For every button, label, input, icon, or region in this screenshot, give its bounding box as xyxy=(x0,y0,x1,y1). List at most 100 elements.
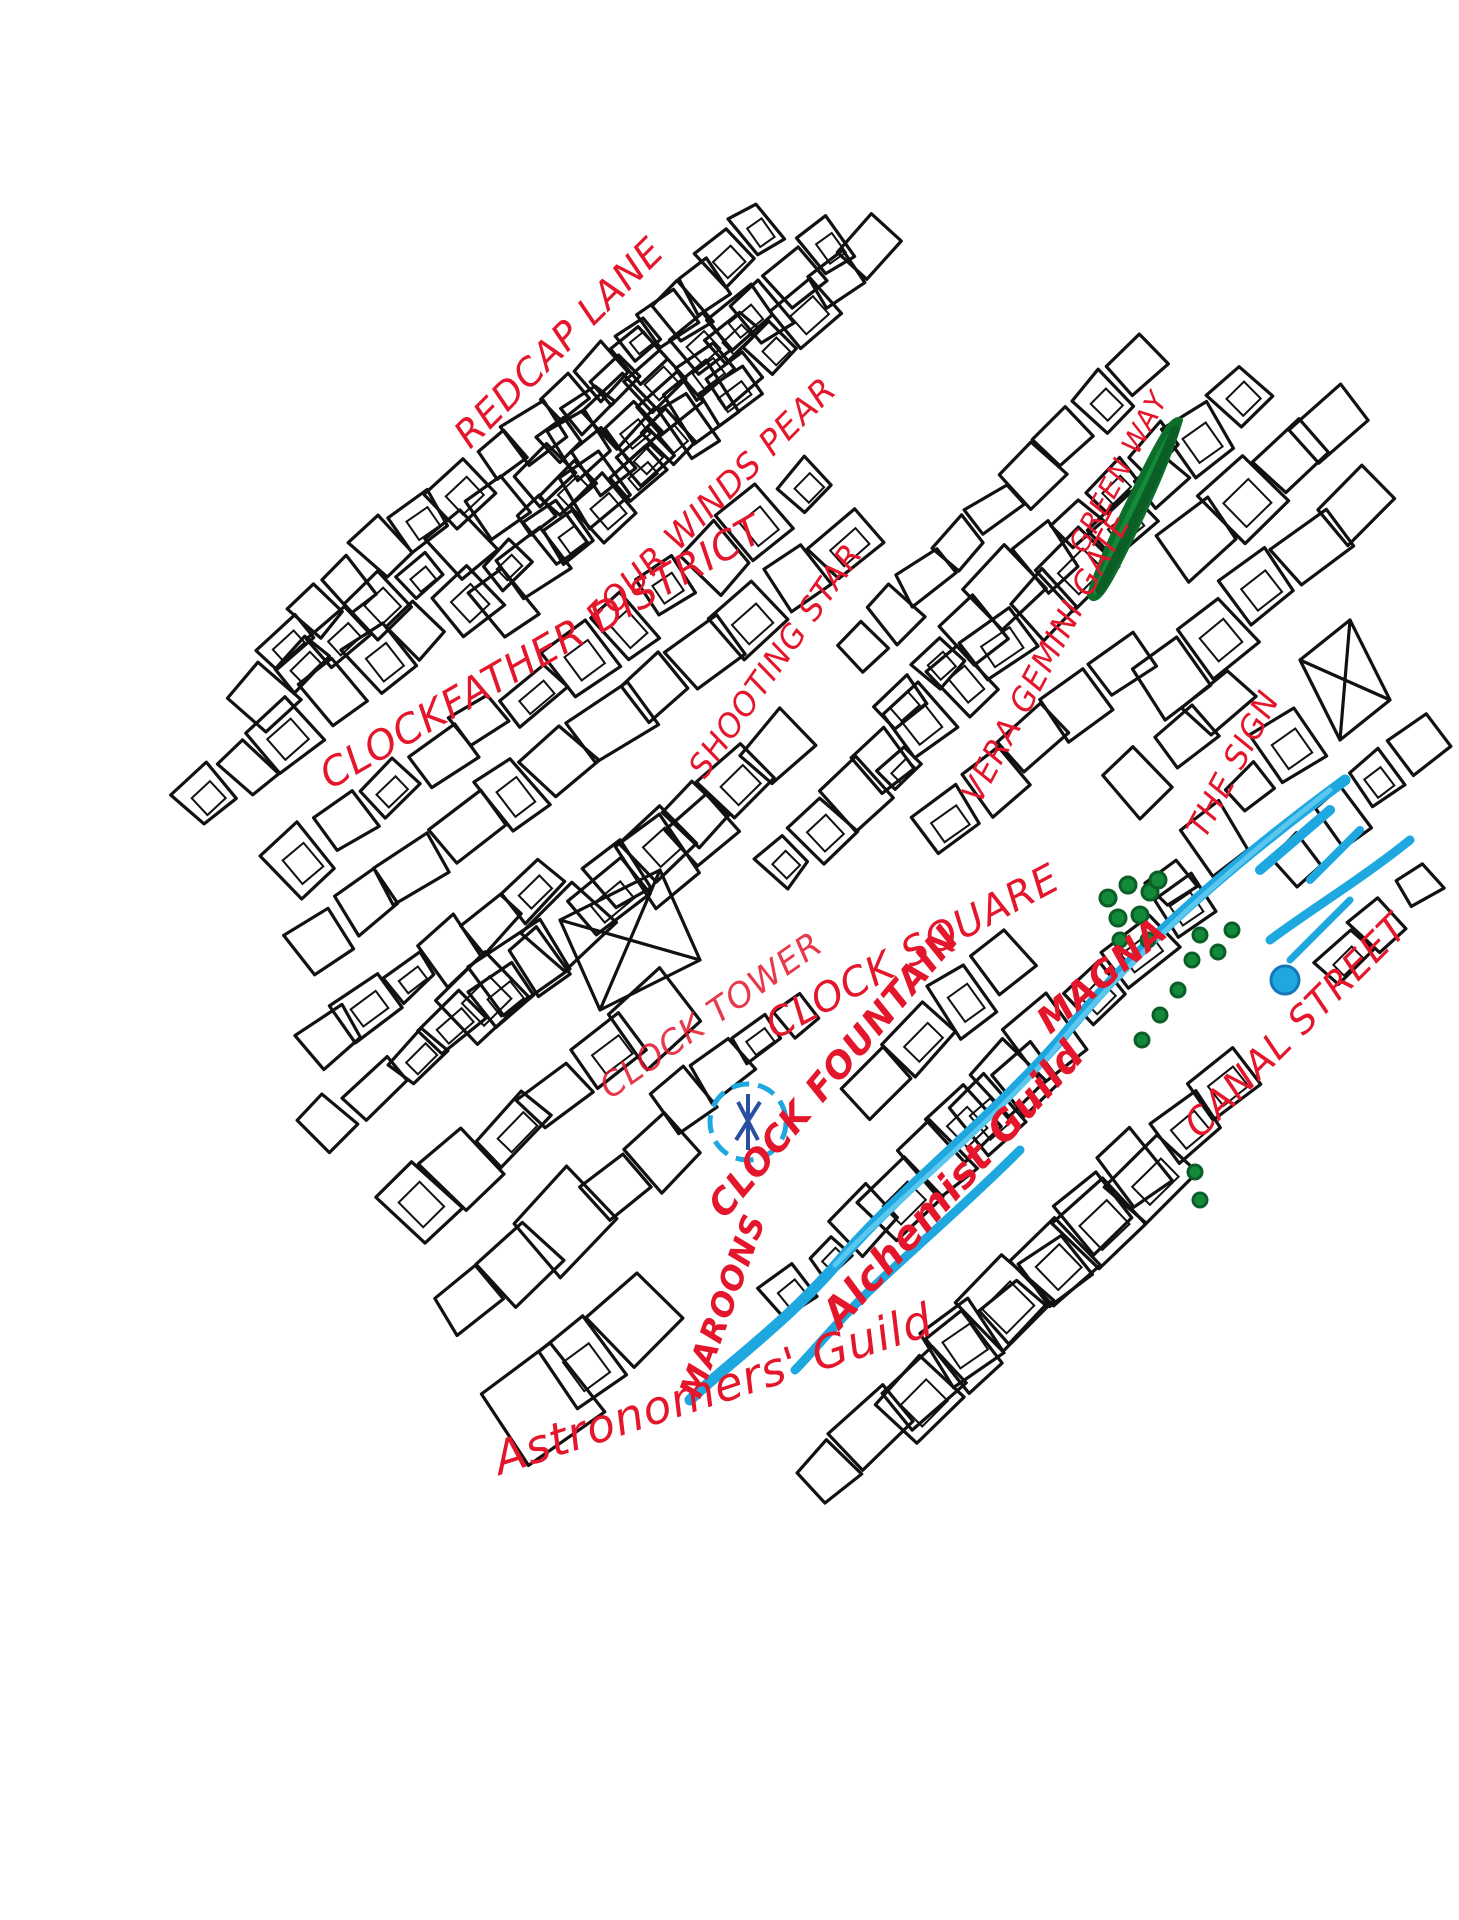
building-block xyxy=(603,399,664,463)
building-courtyard xyxy=(744,1026,776,1057)
building-courtyard xyxy=(1221,477,1273,529)
building-block xyxy=(474,1089,553,1169)
building-block xyxy=(962,483,1027,536)
building-courtyard xyxy=(349,989,390,1028)
building-courtyard xyxy=(190,779,228,817)
building-block xyxy=(426,788,508,865)
building-block xyxy=(537,1314,629,1411)
building-block xyxy=(826,1383,915,1472)
building-block xyxy=(909,782,981,856)
building-block xyxy=(479,1341,607,1467)
building-courtyard xyxy=(1362,765,1396,800)
building-courtyard xyxy=(1100,474,1133,506)
building-courtyard xyxy=(375,774,410,809)
building-block xyxy=(1345,896,1408,955)
building-block xyxy=(894,547,958,609)
building-block xyxy=(507,925,572,999)
building-courtyard xyxy=(730,602,775,646)
building-block xyxy=(650,278,715,343)
building-block xyxy=(557,449,632,531)
building-block xyxy=(924,1308,1004,1396)
building-block xyxy=(422,457,498,531)
building-courtyard xyxy=(435,1006,476,1046)
building-block xyxy=(730,1012,783,1066)
building-block xyxy=(463,474,533,542)
building-block xyxy=(741,319,798,376)
building-courtyard xyxy=(980,1280,1036,1335)
building-block xyxy=(327,972,404,1045)
building-block xyxy=(215,738,281,797)
building-courtyard xyxy=(926,650,958,682)
building-courtyard xyxy=(449,582,491,624)
building-block xyxy=(512,441,578,509)
building-block xyxy=(1195,454,1291,546)
building-courtyard xyxy=(618,417,652,451)
building-courtyard xyxy=(788,294,831,336)
building-block xyxy=(1153,703,1221,770)
building-block xyxy=(466,917,572,1018)
building-block xyxy=(762,543,834,614)
building-block xyxy=(1268,507,1356,587)
building-block xyxy=(433,1263,505,1338)
building-block xyxy=(756,1262,819,1320)
building-courtyard xyxy=(968,1096,1013,1142)
building-block xyxy=(538,371,591,423)
building-block xyxy=(296,656,369,728)
building-courtyard xyxy=(608,608,649,650)
building-block xyxy=(806,248,867,310)
building-block xyxy=(578,1152,653,1222)
building-block xyxy=(568,471,638,545)
building-block xyxy=(474,1220,566,1309)
building-courtyard xyxy=(1331,945,1364,978)
building-courtyard xyxy=(727,303,765,340)
building-courtyard xyxy=(641,826,684,869)
building-block xyxy=(726,202,787,257)
building-block xyxy=(569,425,638,498)
building-block xyxy=(244,695,327,776)
building-block xyxy=(918,1296,1006,1390)
building-block xyxy=(340,1054,409,1122)
building-block xyxy=(969,928,1038,997)
building-block xyxy=(678,518,751,598)
fountain-icon xyxy=(707,1081,789,1163)
building-block xyxy=(713,482,795,563)
canal-icon xyxy=(684,774,1415,1406)
building-block xyxy=(1250,417,1331,495)
building-block xyxy=(760,245,829,310)
building-courtyard xyxy=(486,979,526,1018)
building-block xyxy=(521,498,591,566)
building-block xyxy=(677,256,733,318)
building-block xyxy=(656,391,722,461)
building-block xyxy=(539,618,623,699)
building-courtyard xyxy=(632,443,665,476)
building-block xyxy=(785,796,860,866)
building-block xyxy=(619,650,690,725)
building-block xyxy=(728,278,796,345)
greenway-icon xyxy=(1087,417,1183,601)
building-courtyard xyxy=(589,491,628,531)
building-block xyxy=(808,1235,854,1282)
building-block xyxy=(960,745,1032,819)
building-block xyxy=(498,398,569,468)
building-courtyard xyxy=(793,471,826,505)
building-courtyard xyxy=(946,982,986,1024)
building-block xyxy=(622,1111,702,1195)
building-block xyxy=(584,1271,685,1369)
building-courtyard xyxy=(643,365,680,402)
building-courtyard xyxy=(941,1322,990,1370)
building-courtyard xyxy=(902,1021,945,1064)
building-courtyard xyxy=(1198,617,1244,663)
building-block xyxy=(293,1002,363,1072)
building-courtyard xyxy=(719,763,763,807)
building-block xyxy=(394,550,445,600)
building-block xyxy=(416,988,488,1056)
building-block xyxy=(386,487,450,555)
building-block xyxy=(374,1160,465,1245)
building-courtyard xyxy=(929,804,972,844)
building-courtyard xyxy=(979,625,1025,669)
building-block xyxy=(545,408,612,483)
building-block xyxy=(662,613,747,691)
building-block xyxy=(169,760,238,826)
building-block xyxy=(836,619,891,674)
building-block xyxy=(925,963,999,1041)
